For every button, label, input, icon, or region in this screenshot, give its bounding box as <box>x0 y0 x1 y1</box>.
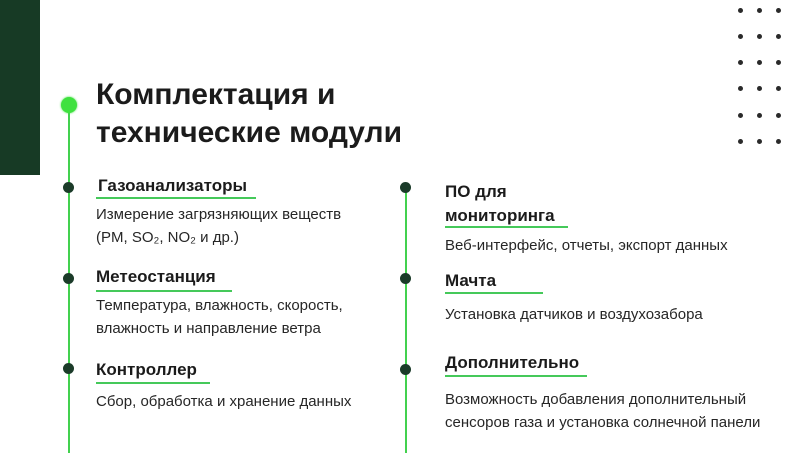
grid-dot <box>776 112 781 118</box>
timeline-node <box>63 273 74 284</box>
timeline-node <box>400 182 411 193</box>
desc-line: Сбор, обработка и хранение данных <box>96 393 352 410</box>
grid-dot <box>757 60 762 66</box>
item-title-additional: Дополнительно <box>445 353 580 372</box>
grid-dot <box>757 34 762 40</box>
desc-line: Веб-интерфейс, отчеты, экспорт данных <box>445 237 728 254</box>
grid-dot <box>738 60 743 66</box>
grid-dot <box>738 112 743 118</box>
grid-dot <box>757 8 762 13</box>
grid-dot <box>776 8 781 13</box>
decorative-dot-grid <box>738 8 788 148</box>
timeline-start-dot <box>61 97 77 113</box>
timeline-node <box>400 273 411 284</box>
item-desc-weather-station: Температура, влажность, скорость, влажно… <box>96 294 343 340</box>
title-line: ПО для <box>445 182 507 201</box>
item-title-mast: Мачта <box>445 271 497 290</box>
desc-line: Измерение загрязняющих веществ <box>96 206 342 223</box>
timeline-node <box>400 364 411 375</box>
grid-dot <box>776 34 781 40</box>
decorative-sidebar-bar <box>0 0 40 175</box>
item-underline <box>96 197 256 199</box>
grid-dot <box>757 112 762 118</box>
grid-dot <box>738 8 743 13</box>
desc-line: сенсоров газа и установка солнечной пане… <box>445 414 761 431</box>
grid-dot <box>757 86 762 92</box>
item-desc-mast: Установка датчиков и воздухозабора <box>445 303 703 326</box>
item-desc-controller: Сбор, обработка и хранение данных <box>96 390 351 413</box>
item-desc-monitoring-software: Веб-интерфейс, отчеты, экспорт данных <box>445 234 728 257</box>
grid-dot <box>738 138 743 144</box>
desc-line: Установка датчиков и воздухозабора <box>445 306 703 323</box>
grid-dot <box>757 138 762 144</box>
grid-dot <box>776 86 781 92</box>
item-underline <box>96 382 210 384</box>
title-line-2: технические модули <box>96 116 403 149</box>
item-title-monitoring-software: ПО для мониторинга <box>445 180 555 228</box>
item-desc-gas-analyzers: Измерение загрязняющих веществ (PM, SO₂,… <box>96 203 341 249</box>
page-title: Комплектация и технические модули <box>96 76 516 152</box>
item-underline <box>445 226 568 228</box>
desc-line: (PM, SO₂, NO₂ и др.) <box>96 229 239 246</box>
grid-dot <box>738 86 743 92</box>
item-underline <box>445 292 543 294</box>
grid-dot <box>776 60 781 66</box>
title-line: мониторинга <box>445 206 555 225</box>
item-underline <box>445 375 587 377</box>
item-title-weather-station: Метеостанция <box>96 267 216 286</box>
desc-line: Температура, влажность, скорость, <box>96 297 343 314</box>
item-title-controller: Контроллер <box>96 360 197 379</box>
title-line-1: Комплектация и <box>96 78 336 111</box>
grid-dot <box>738 34 743 40</box>
timeline-node <box>63 363 74 374</box>
timeline-node <box>63 182 74 193</box>
right-timeline-line <box>405 183 407 453</box>
desc-line: влажность и направление ветра <box>96 320 321 337</box>
grid-dot <box>776 138 781 144</box>
desc-line: Возможность добавления дополнительный <box>445 391 747 408</box>
item-underline <box>96 290 232 292</box>
item-title-gas-analyzers: Газоанализаторы <box>98 176 247 195</box>
item-desc-additional: Возможность добавления дополнительный се… <box>445 388 760 434</box>
